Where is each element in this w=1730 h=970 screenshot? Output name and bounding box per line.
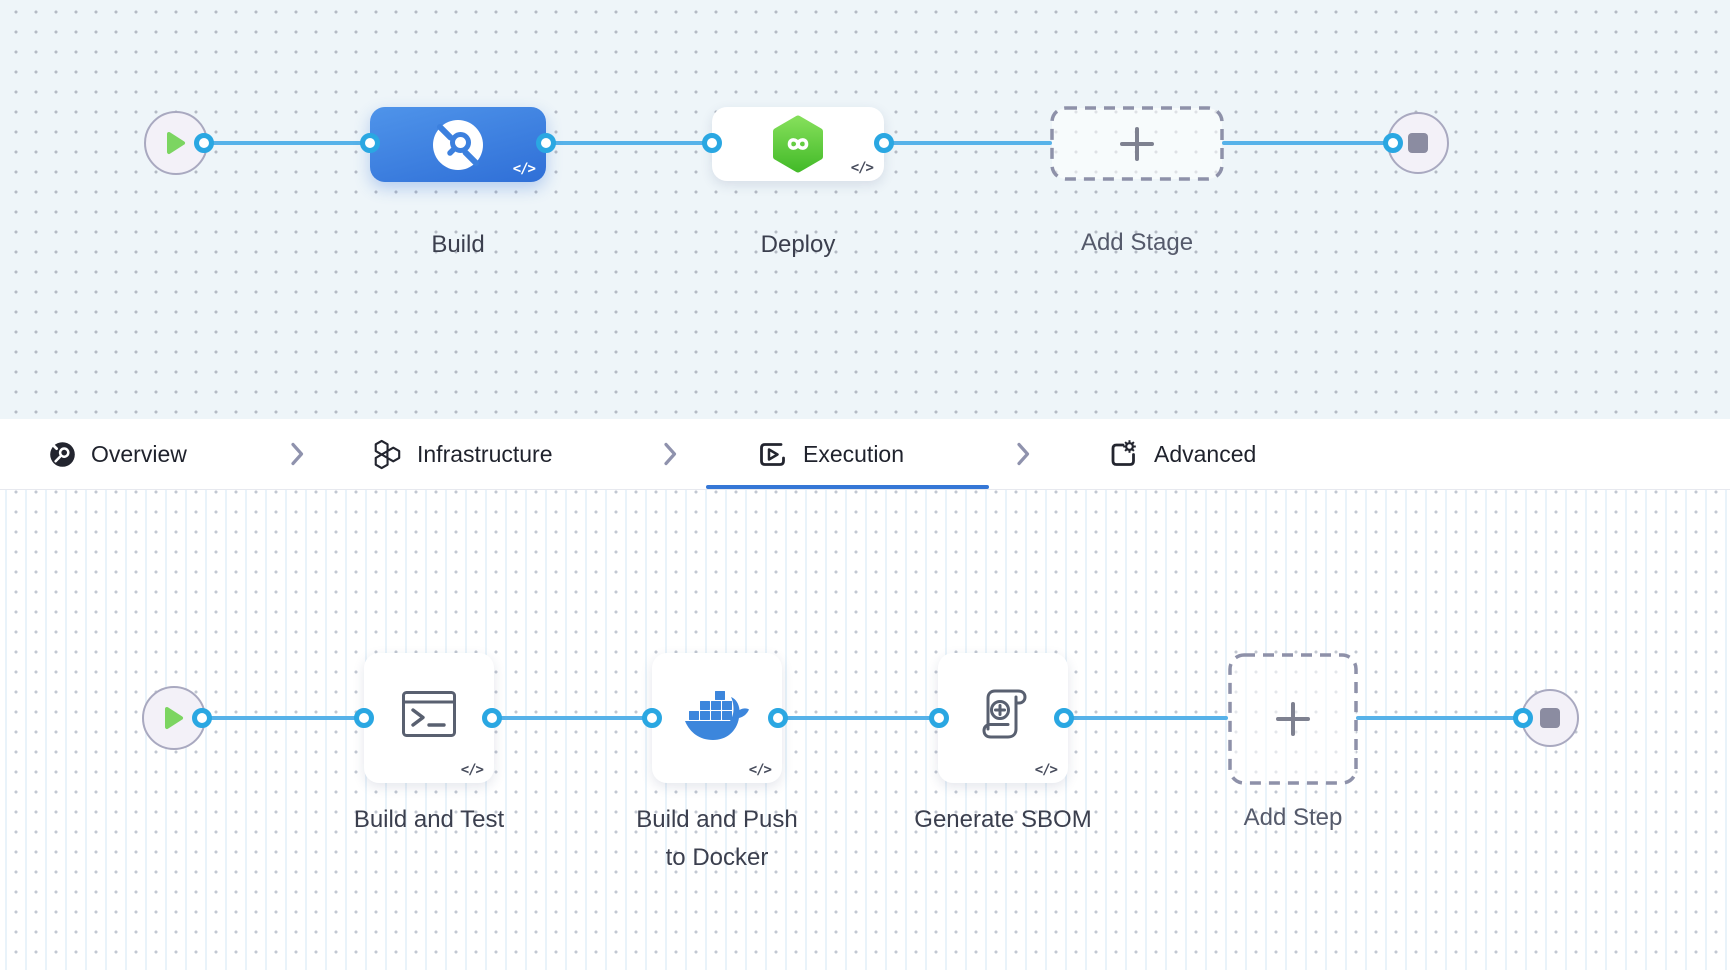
steps-end-node — [1521, 689, 1579, 747]
port-deploy-out[interactable] — [874, 133, 894, 153]
docker-icon — [685, 691, 749, 740]
tab-infrastructure-label: Infrastructure — [417, 440, 553, 467]
tab-advanced-label: Advanced — [1154, 440, 1257, 467]
plus-icon — [1120, 126, 1154, 161]
buildtest-code-badge[interactable]: </> — [460, 762, 484, 778]
edge-addstep-end — [1356, 716, 1524, 720]
chevron-right-icon — [1015, 441, 1031, 467]
ci-build-icon — [433, 119, 483, 170]
edge-sbom-addstep — [1066, 716, 1228, 720]
stage-label-build: Build — [431, 231, 485, 258]
tab-overview-label: Overview — [91, 440, 187, 467]
port-docker-in[interactable] — [642, 708, 662, 728]
port-start-out[interactable] — [194, 133, 214, 153]
port-end-in[interactable] — [1383, 133, 1403, 153]
add-step-label: Add Step — [1243, 804, 1343, 831]
advanced-icon — [1108, 439, 1139, 470]
edge-buildtest-docker — [491, 716, 653, 720]
active-tab-underline — [706, 485, 989, 489]
stage-label-deploy: Deploy — [760, 231, 836, 258]
edge-start-build — [200, 141, 372, 145]
port-deploy-in[interactable] — [702, 133, 722, 153]
sbom-code-badge[interactable]: </> — [1034, 762, 1058, 778]
infrastructure-icon — [371, 438, 402, 471]
stop-icon — [1540, 708, 1560, 728]
port-steps-end-in[interactable] — [1513, 708, 1533, 728]
stage-config-tabbar: Overview Infrastructure — [0, 419, 1730, 490]
overview-icon — [49, 441, 76, 468]
edge-deploy-addstage — [880, 141, 1052, 145]
execution-icon — [757, 439, 788, 470]
add-stage-button[interactable] — [1050, 106, 1224, 181]
sbom-scroll-icon — [982, 689, 1027, 739]
tab-overview[interactable]: Overview — [49, 419, 187, 489]
tab-advanced[interactable]: Advanced — [1108, 419, 1256, 489]
tab-execution-label: Execution — [803, 440, 905, 467]
play-icon — [167, 132, 185, 154]
stop-icon — [1408, 133, 1428, 153]
step-card-generate-sbom[interactable]: </> — [938, 653, 1068, 783]
edge-start-buildtest — [200, 716, 365, 720]
add-stage-label: Add Stage — [1080, 229, 1194, 256]
step-label-build-and-test: Build and Test — [353, 806, 505, 833]
cd-deploy-icon — [773, 115, 823, 173]
step-label-build-and-push: Build and Push to Docker — [636, 806, 798, 871]
execution-canvas[interactable]: </> Build and Test </> Build and P — [0, 490, 1730, 970]
tab-execution[interactable]: Execution — [757, 419, 904, 489]
stage-canvas[interactable]: </> Build </> Deploy — [0, 0, 1730, 419]
plus-icon — [1276, 702, 1310, 736]
build-code-badge[interactable]: </> — [512, 161, 536, 177]
port-docker-out[interactable] — [768, 708, 788, 728]
chevron-right-icon — [662, 441, 678, 467]
add-step-button[interactable] — [1228, 653, 1358, 785]
step-card-build-and-test[interactable]: </> — [364, 653, 494, 783]
tab-infrastructure[interactable]: Infrastructure — [371, 419, 553, 489]
deploy-code-badge[interactable]: </> — [850, 160, 874, 176]
port-sbom-in[interactable] — [929, 708, 949, 728]
step-label-generate-sbom: Generate SBOM — [914, 806, 1092, 833]
edge-build-deploy — [544, 141, 714, 145]
edge-addstage-end — [1222, 141, 1396, 145]
stage-card-build[interactable]: </> — [370, 107, 546, 182]
edge-docker-sbom — [779, 716, 940, 720]
port-build-in[interactable] — [360, 133, 380, 153]
port-sbom-out[interactable] — [1054, 708, 1074, 728]
docker-code-badge[interactable]: </> — [748, 762, 772, 778]
port-steps-start-out[interactable] — [192, 708, 212, 728]
chevron-right-icon — [289, 441, 305, 467]
port-buildtest-in[interactable] — [354, 708, 374, 728]
stage-card-deploy[interactable]: </> — [712, 107, 884, 181]
terminal-icon — [402, 691, 456, 737]
port-build-out[interactable] — [536, 133, 556, 153]
port-buildtest-out[interactable] — [482, 708, 502, 728]
step-card-build-and-push-to-docker[interactable]: </> — [652, 653, 782, 783]
play-icon — [165, 707, 183, 729]
